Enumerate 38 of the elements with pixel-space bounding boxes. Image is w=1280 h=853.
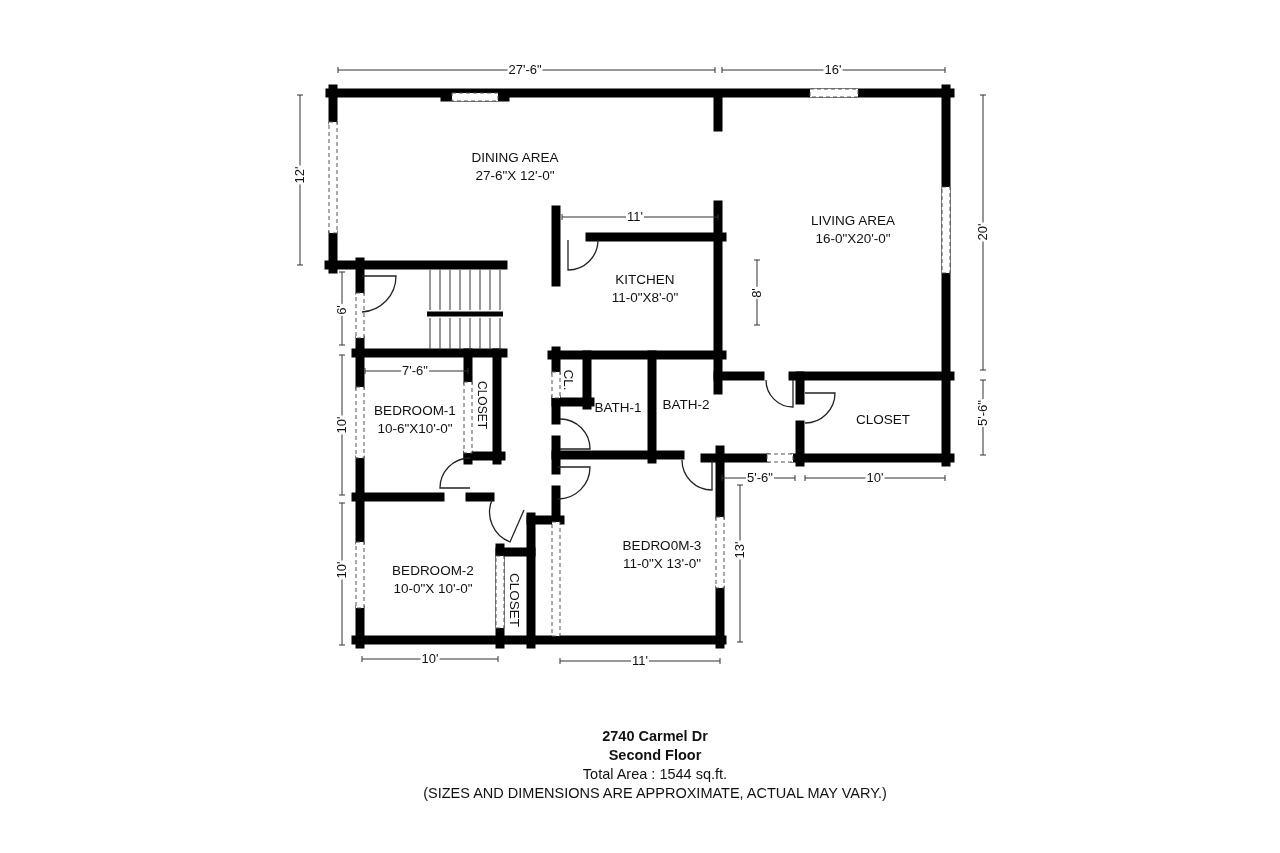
room-name: LIVING AREA	[811, 212, 895, 230]
dimension-label: 16'	[823, 63, 843, 77]
disclaimer-caption: (SIZES AND DIMENSIONS ARE APPROXIMATE, ACTUAL MAY VARY.)	[422, 784, 888, 802]
room-name: CLOSET	[506, 573, 523, 627]
room-size: 27-6"X 12'-0"	[475, 167, 555, 185]
room-name: CLOSET	[856, 411, 910, 429]
dimension-label: 12'	[293, 165, 307, 185]
room-name: BEDRO0M-3	[622, 537, 702, 555]
room-size: 16-0"X20'-0"	[815, 230, 891, 248]
floor-name: Second Floor	[607, 746, 703, 764]
room-size: 10-6"X10'-0"	[377, 420, 453, 438]
room-name: CLOSET	[474, 381, 490, 429]
dimension-label: 10'	[865, 471, 885, 485]
room-size: 11-0"X8'-0"	[611, 289, 679, 307]
dimension-label: 10'	[420, 652, 440, 666]
room-name: BATH-1	[594, 399, 642, 417]
dimension-label: 7'-6"	[401, 364, 429, 378]
address-title: 2740 Carmel Dr	[601, 727, 709, 745]
total-area: Total Area : 1544 sq.ft.	[30, 765, 1280, 783]
dimension-label: 11'	[631, 654, 649, 668]
room-size: 10-0"X 10'-0"	[393, 580, 473, 598]
dimension-label: 8'	[750, 287, 764, 299]
dimension-label: 10'	[335, 415, 349, 435]
room-name: BEDROOM-2	[392, 562, 474, 580]
dimension-label: 6'	[335, 304, 349, 316]
dimension-label: 5'-6"	[976, 399, 990, 427]
dimension-label: 5'-6"	[746, 471, 774, 485]
room-size: 11-0"X 13'-0"	[623, 555, 701, 573]
dimension-label: 27'-6"	[507, 63, 543, 77]
dimension-label: 11'	[626, 210, 644, 224]
dimension-label: 13'	[733, 540, 747, 560]
room-name: BATH-2	[662, 396, 710, 414]
room-name: DINING AREA	[471, 149, 559, 167]
dimension-label: 20'	[976, 222, 990, 242]
room-name: BEDROOM-1	[374, 402, 456, 420]
dimension-label: 10'	[335, 560, 349, 580]
room-name: CL.	[560, 369, 577, 391]
room-name: KITCHEN	[615, 271, 675, 289]
